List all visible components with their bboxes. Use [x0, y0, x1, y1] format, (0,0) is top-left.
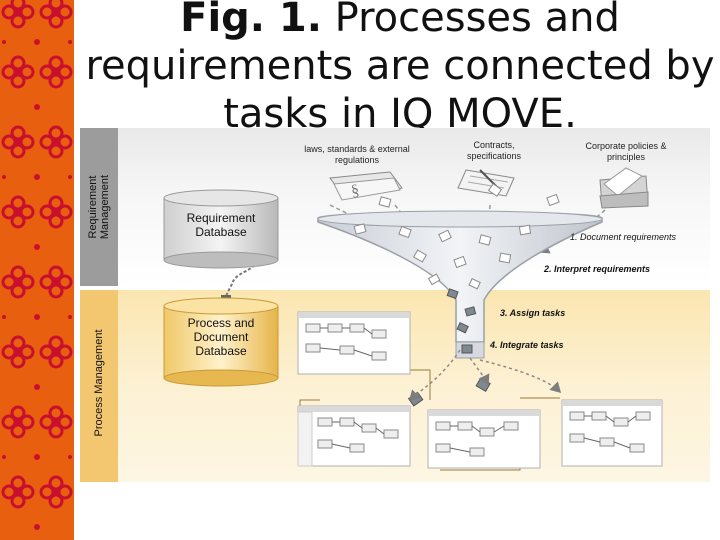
process-management-band: Process Management	[80, 290, 118, 482]
figure-caption: Processes and requirements are connected…	[85, 0, 715, 137]
figure-label: Fig. 1.	[180, 0, 322, 41]
step-assign-tasks: 3. Assign tasks	[500, 308, 566, 318]
flower-pattern-icon	[1, 0, 73, 530]
contract-document-icon	[457, 169, 515, 197]
step-document-requirements: 1. Document requirements	[570, 232, 677, 242]
decorative-side-strip	[0, 0, 74, 540]
figure-title: Fig. 1. Processes and requirements are c…	[80, 0, 720, 138]
corporate-policy-folder-icon	[599, 167, 649, 209]
step-interpret-requirements: 2. Interpret requirements	[544, 264, 651, 274]
requirements-funnel	[317, 210, 603, 359]
task-distribution-arrows	[408, 349, 562, 402]
process-model-thumbnail	[297, 405, 411, 467]
requirement-database-cylinder	[163, 189, 279, 269]
process-database-cylinder	[163, 297, 279, 387]
process-database-label: Process and Document Database	[187, 316, 255, 358]
requirement-management-band: Requirement Management	[80, 128, 118, 286]
laws-label: laws, standards & external regulations	[304, 144, 410, 165]
laws-document-icon: §	[329, 171, 403, 201]
process-model-thumbnail	[427, 409, 541, 469]
requirement-database-label: Requirement Database	[186, 211, 256, 239]
process-model-thumbnail	[561, 399, 663, 467]
contracts-label: Contracts, specifications	[466, 140, 522, 161]
corporate-policies-label: Corporate policies & principles	[585, 141, 667, 162]
process-model-thumbnail	[297, 311, 411, 375]
requirement-tiles	[353, 183, 560, 290]
svg-text:§: §	[350, 182, 361, 200]
step-integrate-tasks: 4. Integrate tasks	[490, 340, 564, 350]
